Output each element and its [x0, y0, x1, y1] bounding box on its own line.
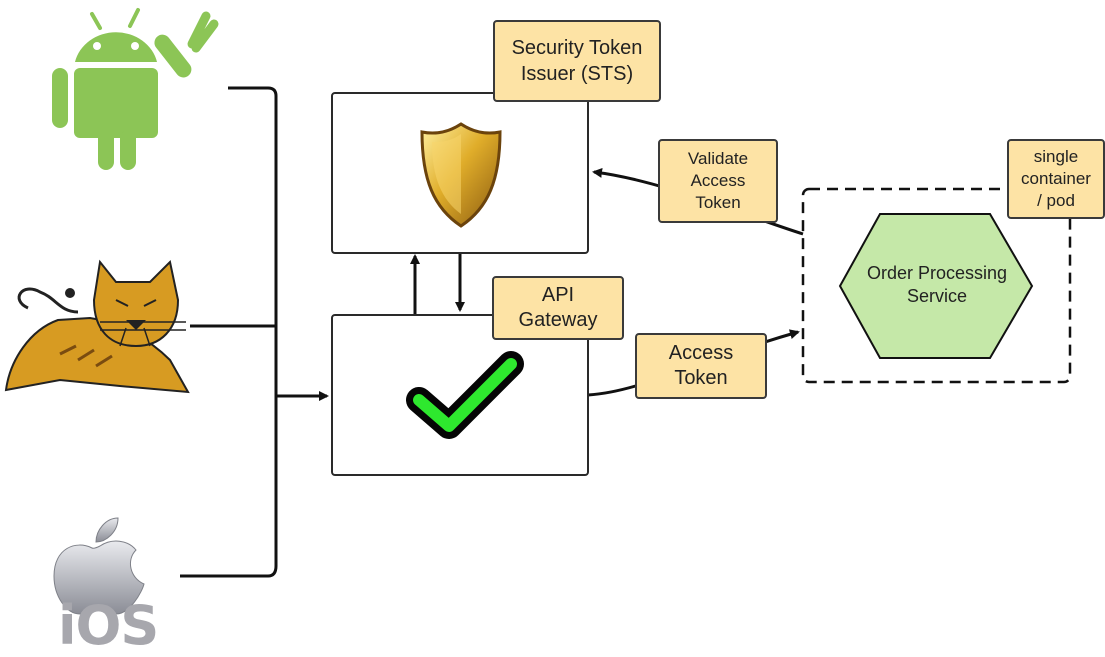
apple-ios-icon	[53, 517, 145, 615]
order-processing-hexagon	[838, 213, 1034, 359]
client-connector	[180, 86, 329, 578]
api-gateway-box	[331, 314, 589, 476]
ios-label: iOS	[58, 594, 159, 657]
access-token-label: Access Token	[635, 333, 767, 399]
sts-label: Security Token Issuer (STS)	[493, 20, 661, 102]
order-processing-service-label: Order Processing Service	[866, 263, 1008, 306]
tomcat-icon	[4, 259, 190, 394]
sts-box	[331, 92, 589, 254]
shield-icon	[420, 122, 502, 228]
container-boundary	[801, 187, 1072, 384]
validate-token-label: Validate Access Token	[658, 139, 778, 223]
android-icon	[52, 8, 219, 170]
api-gateway-label: API Gateway	[492, 276, 624, 340]
checkmark-icon	[406, 351, 524, 439]
container-label: single container / pod	[1007, 139, 1105, 219]
sts-gateway-arrows	[410, 252, 465, 314]
